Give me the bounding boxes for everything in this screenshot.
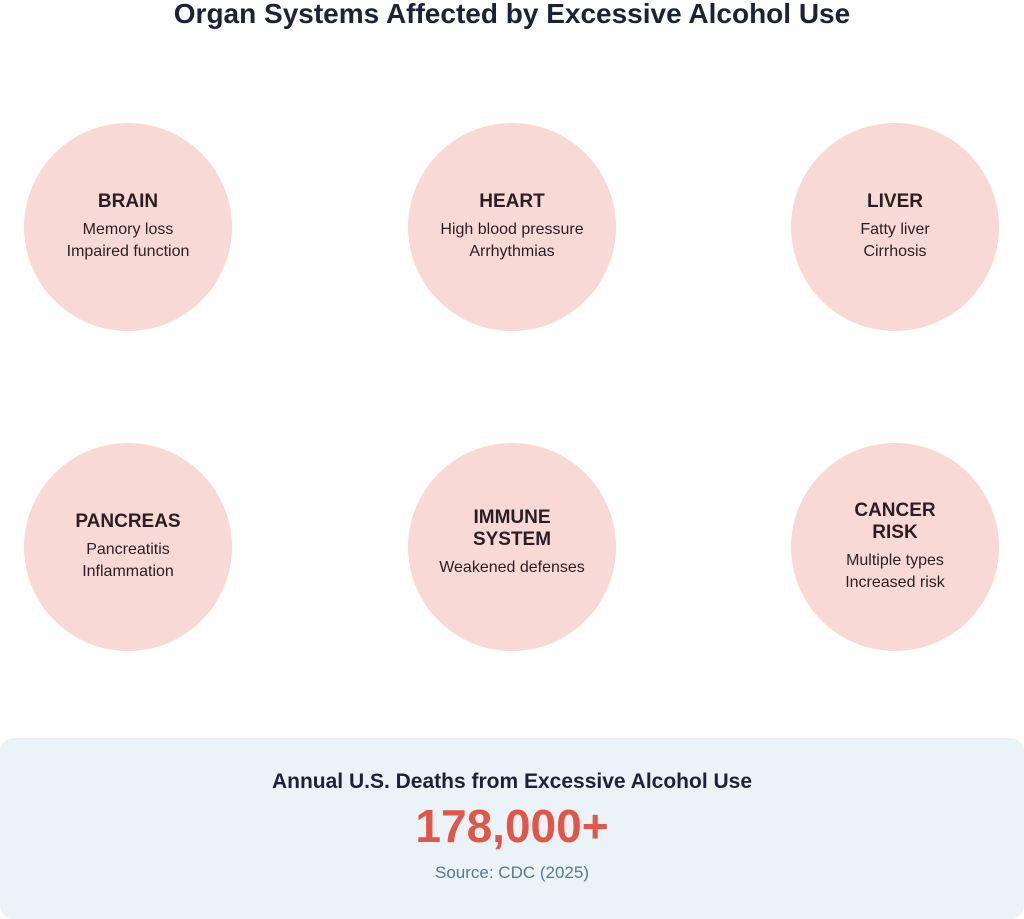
organ-name: PANCREAS: [75, 511, 181, 532]
organ-effect: High blood pressure: [440, 221, 584, 238]
organ-circle-pancreas: PANCREAS Pancreatitis Inflammation: [24, 443, 232, 651]
organ-effect: Increased risk: [845, 574, 945, 591]
stat-source: Source: CDC (2025): [434, 863, 589, 882]
organ-name: HEART: [479, 191, 545, 212]
organ-effect: Cirrhosis: [863, 243, 927, 260]
organ-name: IMMUNE SYSTEM: [472, 507, 552, 550]
organ-effect: Inflammation: [82, 563, 174, 580]
stat-value: 178,000+: [415, 800, 609, 852]
organ-effect: Arrhythmias: [469, 243, 555, 260]
deaths-stat-panel: Annual U.S. Deaths from Excessive Alcoho…: [0, 738, 1024, 919]
organ-circle-liver: LIVER Fatty liver Cirrhosis: [791, 123, 999, 331]
organ-circle-immune-system: IMMUNE SYSTEM Weakened defenses: [408, 443, 616, 651]
organ-effect: Pancreatitis: [86, 541, 170, 558]
organ-name: CANCER RISK: [854, 500, 936, 543]
organ-effect: Fatty liver: [860, 221, 930, 238]
organ-effect: Impaired function: [66, 243, 190, 260]
stat-label: Annual U.S. Deaths from Excessive Alcoho…: [271, 770, 753, 793]
organ-circle-brain: BRAIN Memory loss Impaired function: [24, 123, 232, 331]
organ-effect: Weakened defenses: [439, 559, 585, 576]
organ-name: BRAIN: [97, 191, 159, 212]
organ-circle-heart: HEART High blood pressure Arrhythmias: [408, 123, 616, 331]
page-title: Organ Systems Affected by Excessive Alco…: [173, 0, 851, 29]
organ-circle-cancer-risk: CANCER RISK Multiple types Increased ris…: [791, 443, 999, 651]
organ-effect: Multiple types: [846, 552, 944, 569]
organ-effect: Memory loss: [82, 221, 174, 238]
organ-name: LIVER: [867, 191, 923, 212]
